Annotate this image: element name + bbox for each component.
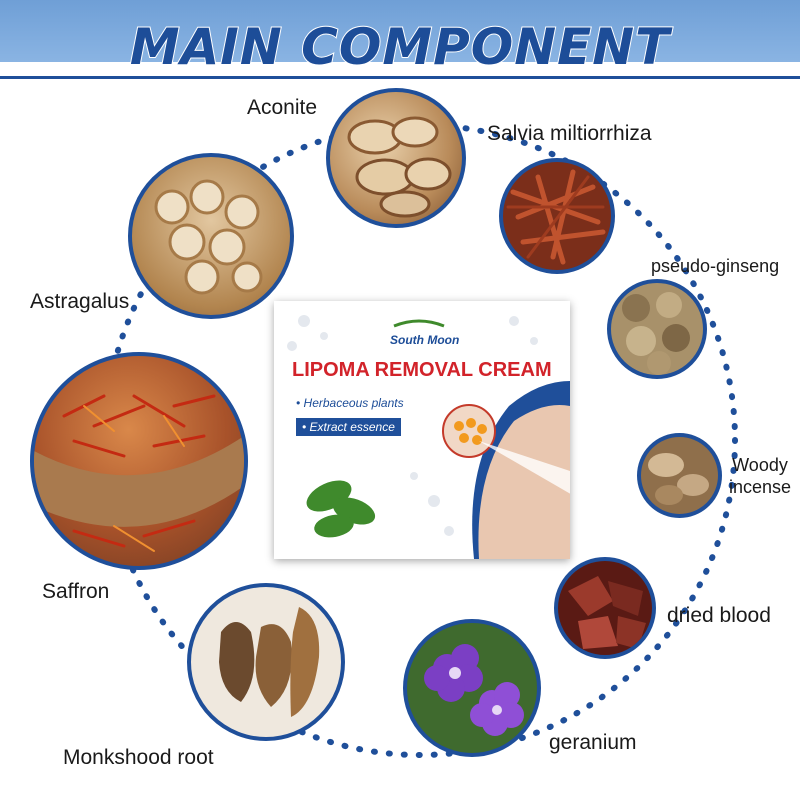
astragalus-circle <box>128 153 294 319</box>
label-woody-incense: Woody incense <box>724 454 796 498</box>
salvia-root-icon <box>506 169 606 265</box>
product-title: LIPOMA REMOVAL CREAM <box>292 359 552 381</box>
saffron-circle <box>30 352 248 570</box>
salvia-circle <box>499 158 615 274</box>
aconite-slices-icon <box>347 116 452 218</box>
brand-logo: South Moon <box>390 333 460 347</box>
product-art <box>287 315 570 559</box>
pseudo-ginseng-icon <box>622 292 690 375</box>
saffron-icon <box>34 394 244 552</box>
label-salvia: Salvia miltiorrhiza <box>487 122 652 145</box>
monkshood-root-icon <box>219 607 320 717</box>
header-banner: MAIN COMPONENT <box>0 0 800 86</box>
label-dried-blood: dried blood <box>667 604 771 627</box>
label-monkshood: Monkshood root <box>63 746 214 769</box>
label-astragalus: Astragalus <box>30 290 130 313</box>
label-saffron: Saffron <box>42 580 110 603</box>
pseudo-ginseng-circle <box>607 279 707 379</box>
page-title: MAIN COMPONENT <box>129 17 671 77</box>
dried-blood-icon <box>568 576 646 649</box>
dried-blood-circle <box>554 557 656 659</box>
monkshood-circle <box>187 583 345 741</box>
woody-incense-circle <box>637 433 722 518</box>
woody-incense-icon <box>648 453 709 505</box>
label-geranium: geranium <box>549 731 637 754</box>
geranium-circle <box>403 619 541 757</box>
label-aconite: Aconite <box>247 96 318 119</box>
header-rule <box>0 76 800 79</box>
label-pseudo-ginseng: pseudo-ginseng <box>651 256 780 276</box>
aconite-circle <box>326 88 466 228</box>
geranium-flower-icon <box>424 644 524 736</box>
astragalus-slices-icon <box>154 179 263 295</box>
header-band <box>0 0 800 62</box>
product-box: South Moon LIPOMA REMOVAL CREAM • Herbac… <box>274 301 570 559</box>
tag-extract: • Extract essence <box>296 418 401 436</box>
tag-herbaceous: • Herbaceous plants <box>296 396 404 410</box>
label-woody-incense-text: Woody incense <box>728 455 792 497</box>
